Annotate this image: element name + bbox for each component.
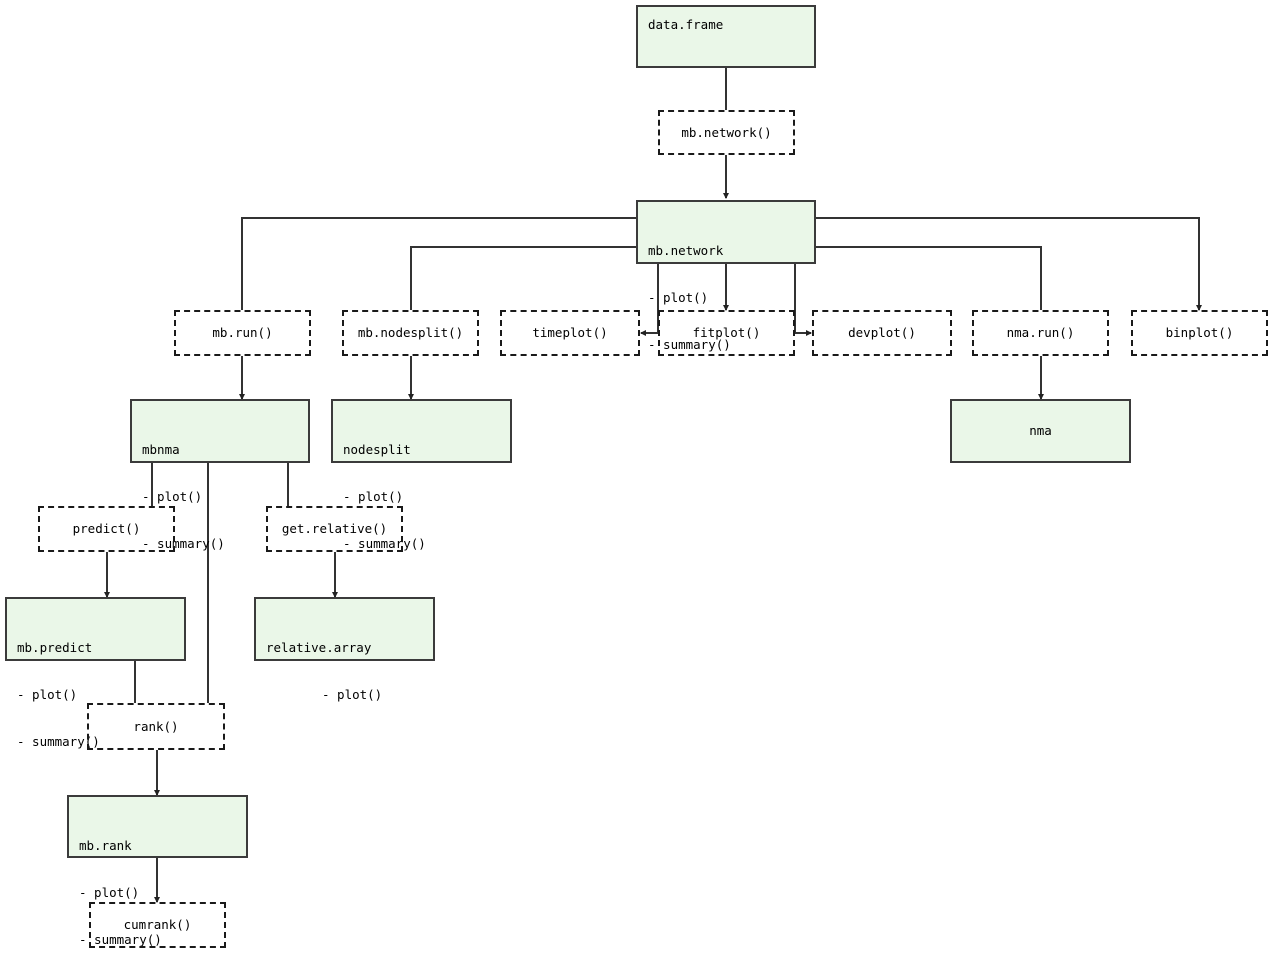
- node-mb-nodesplit-function[interactable]: mb.nodesplit(): [342, 310, 479, 356]
- node-nodesplit[interactable]: nodesplit - plot() - summary(): [331, 399, 512, 551]
- node-predict-function-label: predict(): [72, 521, 141, 537]
- node-nma-title: nma: [1029, 423, 1052, 439]
- node-mb-rank[interactable]: mb.rank - plot() - summary(): [67, 795, 248, 947]
- node-mb-network-title: mb.network: [648, 243, 724, 259]
- node-nodesplit-text: nodesplit - plot() - summary(): [343, 411, 426, 583]
- node-nodesplit-method-summary: - summary(): [343, 535, 426, 551]
- node-mb-predict-title: mb.predict: [17, 640, 93, 656]
- node-binplot-function[interactable]: binplot(): [1131, 310, 1268, 356]
- edge-mbnetwork-to-devplotfn: [794, 264, 813, 337]
- node-rank-function-label: rank(): [133, 718, 179, 734]
- node-timeplot-function-label: timeplot(): [532, 325, 608, 341]
- node-cumrank-function-label: cumrank(): [123, 917, 192, 933]
- edge-mbnetwork-to-binplotfn: [816, 217, 1203, 312]
- node-data-frame[interactable]: data.frame: [636, 5, 816, 68]
- node-mb-rank-method-plot: - plot(): [79, 884, 140, 900]
- node-devplot-function[interactable]: devplot(): [812, 310, 952, 356]
- node-relative-array-method-plot: - plot(): [322, 686, 383, 702]
- node-mb-nodesplit-function-label: mb.nodesplit(): [357, 325, 464, 341]
- node-mb-network-text: mb.network - plot() - summary(): [648, 212, 731, 384]
- node-fitplot-function[interactable]: fitplot(): [658, 310, 795, 356]
- node-data-frame-text: data.frame: [648, 17, 723, 33]
- node-mb-predict-method-plot: - plot(): [17, 686, 78, 702]
- node-mb-predict[interactable]: mb.predict - plot() - summary(): [5, 597, 186, 749]
- node-data-frame-title: data.frame: [648, 17, 724, 32]
- node-rank-function[interactable]: rank(): [87, 703, 225, 750]
- node-binplot-function-label: binplot(): [1165, 325, 1234, 341]
- node-mb-predict-method-summary: - summary(): [17, 733, 100, 749]
- node-mbnma-title: mbnma: [142, 442, 180, 458]
- node-mb-rank-title: mb.rank: [79, 838, 132, 854]
- node-relative-array[interactable]: relative.array - plot(): [254, 597, 435, 702]
- node-nma[interactable]: nma: [950, 399, 1131, 463]
- edge-mbnetwork-to-mbrunfn: [241, 217, 636, 310]
- node-predict-function[interactable]: predict(): [38, 506, 175, 552]
- node-mbnma-text: mbnma - plot() - summary(): [142, 411, 225, 583]
- node-mb-network-method-summary: - summary(): [648, 336, 731, 352]
- edge-mbnetwork-to-nmarunfn: [816, 246, 1042, 310]
- node-relative-array-text: relative.array - plot(): [266, 609, 382, 734]
- node-get-relative-function-label: get.relative(): [281, 521, 388, 537]
- node-relative-array-title: relative.array: [266, 640, 372, 656]
- node-mbnma-method-plot: - plot(): [142, 488, 203, 504]
- node-nodesplit-method-plot: - plot(): [343, 488, 404, 504]
- node-mb-run-function[interactable]: mb.run(): [174, 310, 311, 356]
- node-mb-network[interactable]: mb.network - plot() - summary(): [636, 200, 816, 352]
- node-nodesplit-title: nodesplit: [343, 442, 411, 458]
- node-mbnma[interactable]: mbnma - plot() - summary(): [130, 399, 310, 551]
- node-mb-run-function-label: mb.run(): [212, 325, 273, 341]
- node-timeplot-function[interactable]: timeplot(): [500, 310, 640, 356]
- node-mb-rank-text: mb.rank - plot() - summary(): [79, 807, 162, 953]
- edge-mbnetwork-to-mbnodesplitfn: [410, 246, 636, 310]
- node-nma-run-function[interactable]: nma.run(): [972, 310, 1109, 356]
- node-mb-network-function-label: mb.network(): [681, 124, 772, 140]
- node-mb-rank-method-summary: - summary(): [79, 931, 162, 947]
- node-devplot-function-label: devplot(): [848, 325, 916, 341]
- node-get-relative-function[interactable]: get.relative(): [266, 506, 403, 552]
- node-mb-predict-text: mb.predict - plot() - summary(): [17, 609, 100, 781]
- node-nma-run-function-label: nma.run(): [1006, 325, 1075, 341]
- node-mb-network-method-plot: - plot(): [648, 289, 709, 305]
- node-fitplot-function-label: fitplot(): [692, 325, 761, 341]
- node-mb-network-function[interactable]: mb.network(): [658, 110, 795, 155]
- node-cumrank-function[interactable]: cumrank(): [89, 902, 226, 948]
